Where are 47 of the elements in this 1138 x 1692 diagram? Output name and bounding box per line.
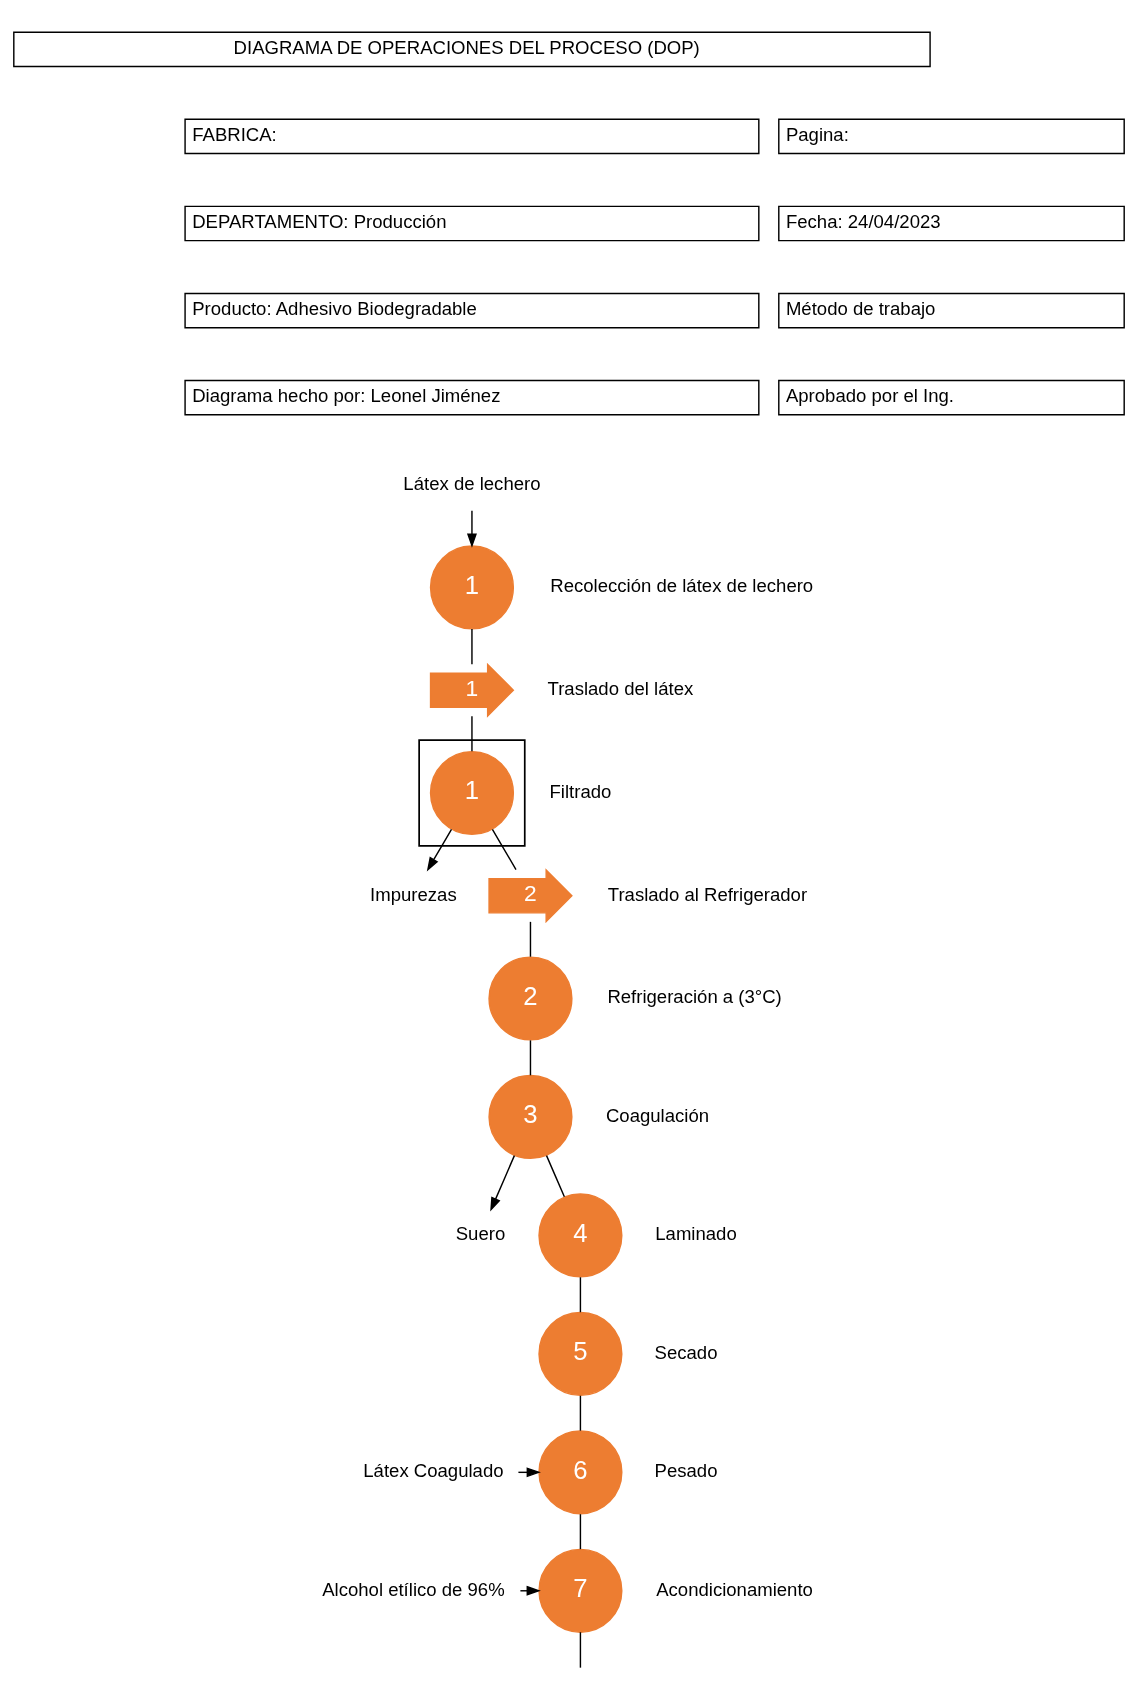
cluster — [418, 738, 526, 847]
label: FABRICA: — [192, 123, 277, 145]
node-label: Refrigeración a (3°C) — [607, 985, 782, 1007]
arrow — [426, 828, 453, 871]
node-label: Acondicionamiento — [656, 1578, 813, 1600]
node-label: Laminado — [655, 1222, 737, 1244]
label: Producto: Adhesivo Biodegradable — [192, 297, 477, 319]
node-label: Pesado — [654, 1459, 718, 1481]
node-circle: 1 — [429, 750, 515, 835]
node-text: Suero — [455, 1222, 506, 1244]
node-label: Recolección de látex de lechero — [550, 574, 814, 596]
arrow — [519, 1585, 541, 1596]
label: DEPARTAMENTO: Producción — [192, 210, 447, 232]
label: Fecha: 24/04/2023 — [785, 210, 941, 232]
label: Método de trabajo — [785, 297, 936, 319]
node-text: Impurezas — [370, 883, 457, 905]
node-text: Látex Coagulado — [363, 1459, 504, 1481]
diagram-title: DIAGRAMA DE OPERACIONES DEL PROCESO (DOP) — [233, 36, 700, 58]
node-text: Látex de lechero — [403, 472, 541, 494]
node-label: Filtrado — [549, 780, 612, 802]
arrow — [466, 509, 477, 548]
node-circle: 1 — [429, 544, 515, 630]
connector — [491, 828, 517, 870]
connector — [529, 1039, 532, 1076]
connector — [579, 1276, 582, 1313]
connector — [471, 627, 473, 665]
node-label: Traslado al Refrigerador — [607, 883, 808, 905]
label: Pagina: — [785, 123, 849, 145]
node-label: Traslado del látex — [547, 677, 694, 699]
connector — [529, 920, 532, 957]
node-label: Coagulación — [605, 1104, 710, 1126]
node-text: Alcohol etílico de 96% — [322, 1578, 505, 1600]
label: Aprobado por el Ing. — [785, 384, 955, 406]
node-label: Secado — [654, 1341, 718, 1363]
connector — [545, 1154, 566, 1198]
label: Diagrama hecho por: Leonel Jiménez — [192, 384, 501, 406]
connector — [471, 715, 473, 752]
node-circle: 2 — [488, 955, 573, 1041]
connector — [579, 1394, 582, 1431]
connector — [579, 1631, 582, 1668]
node-circle: 7 — [538, 1548, 623, 1633]
node-circle: 6 — [538, 1429, 623, 1514]
arrow — [490, 1154, 516, 1212]
node-circle: 3 — [488, 1074, 573, 1159]
node-circle: 5 — [538, 1311, 623, 1396]
node-circle: 4 — [538, 1192, 623, 1278]
connector — [579, 1513, 582, 1550]
